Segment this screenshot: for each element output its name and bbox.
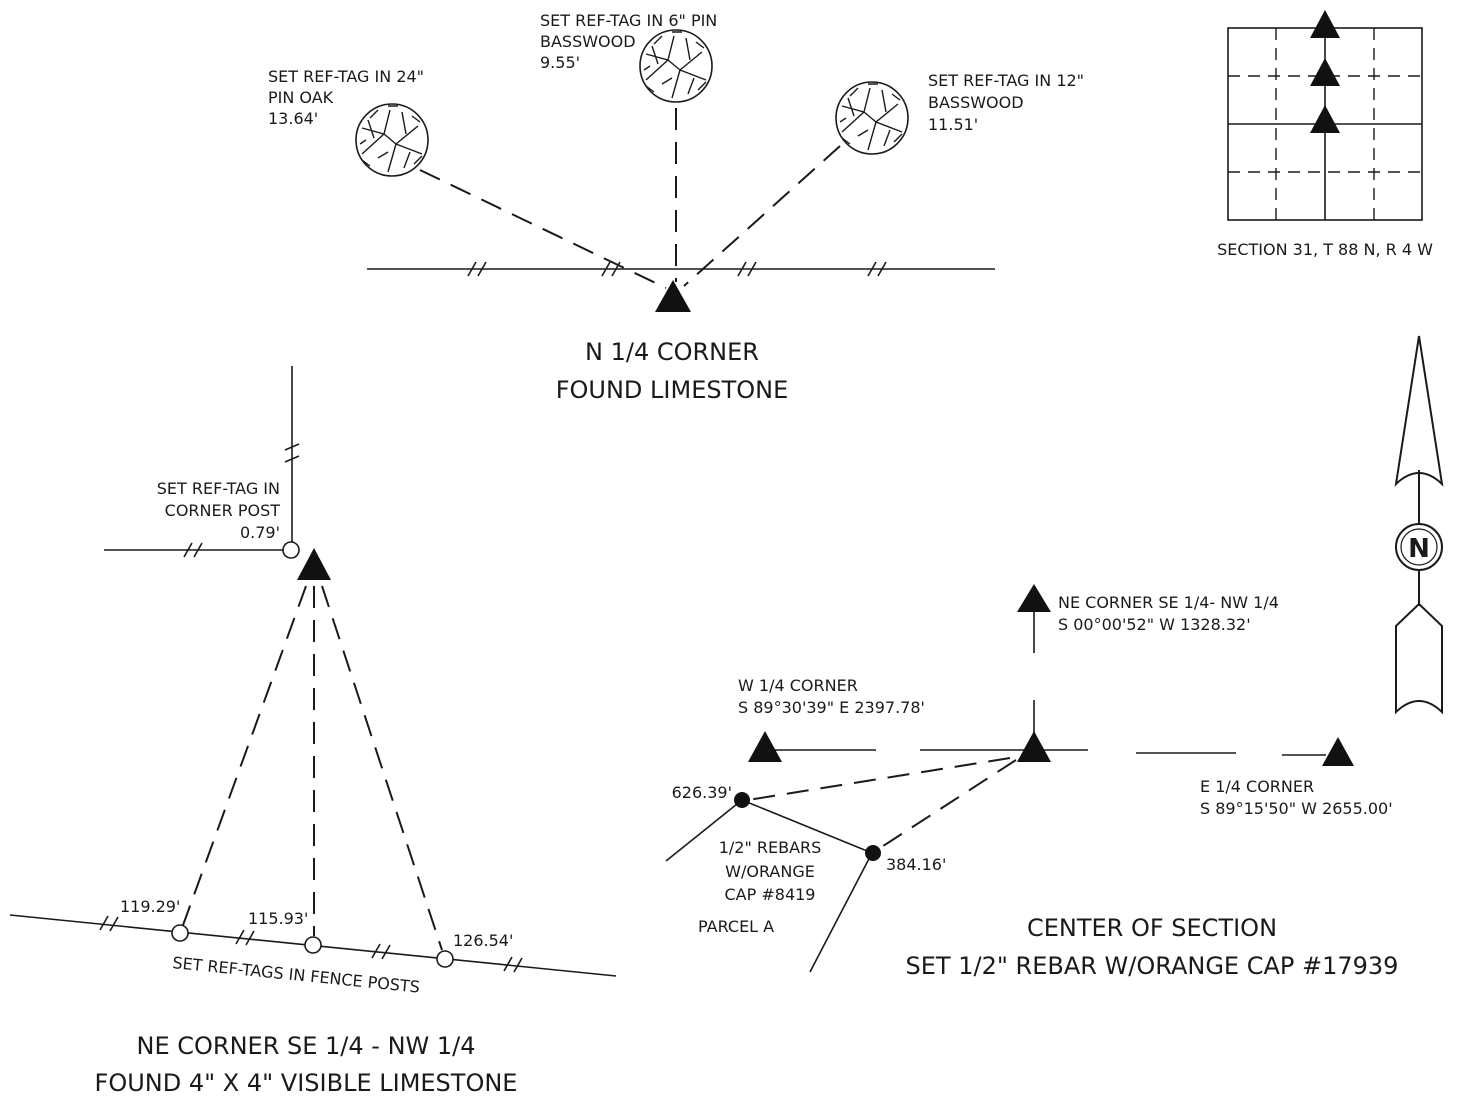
rebar-label-2: W/ORANGE xyxy=(725,862,815,881)
n-quarter-corner-group: SET REF-TAG IN 24" PIN OAK 13.64' SET RE… xyxy=(268,11,1084,404)
corner-post-label-1: SET REF-TAG IN xyxy=(157,479,280,498)
pin-oak-distance: 13.64' xyxy=(268,109,318,128)
ne-corner-subtitle: FOUND 4" X 4" VISIBLE LIMESTONE xyxy=(95,1069,518,1097)
rebar-label-1: 1/2" REBARS xyxy=(719,838,822,857)
ne-corner-direction-arrow-icon xyxy=(1017,584,1051,612)
tie-line-basswood-12in xyxy=(683,145,841,287)
center-of-section-title: CENTER OF SECTION xyxy=(1027,914,1277,942)
section-n-quarter-marker-icon xyxy=(1310,10,1340,38)
ne-corner-title: NE CORNER SE 1/4 - NW 1/4 xyxy=(137,1032,476,1060)
basswood-6in-distance: 9.55' xyxy=(540,53,580,72)
e-quarter-label: E 1/4 CORNER xyxy=(1200,777,1314,796)
fence-post-2-distance: 115.93' xyxy=(248,909,308,928)
basswood-12in-label-1: SET REF-TAG IN 12" xyxy=(928,71,1084,90)
parcel-label: PARCEL A xyxy=(698,917,774,936)
basswood-6in-label-2: BASSWOOD xyxy=(540,32,636,51)
e-quarter-corner-icon xyxy=(1322,737,1354,766)
parcel-line-mid xyxy=(741,799,873,854)
fence-post-1-icon xyxy=(171,924,189,942)
n-quarter-corner-monument-icon xyxy=(655,280,691,312)
rebar-1-icon xyxy=(734,792,750,808)
parcel-line-south xyxy=(809,852,873,973)
fence-post-1-distance: 119.29' xyxy=(120,897,180,916)
center-of-section-group: NE CORNER SE 1/4- NW 1/4 S 00°00'52" W 1… xyxy=(665,584,1399,980)
pin-oak-label-2: PIN OAK xyxy=(268,88,334,107)
corner-post-distance: 0.79' xyxy=(240,523,280,542)
basswood-12in-tree-icon xyxy=(835,81,909,155)
section-key-diagram: SECTION 31, T 88 N, R 4 W xyxy=(1217,10,1433,259)
rebar-2-icon xyxy=(865,845,881,861)
north-arrow-icon: N xyxy=(1394,335,1444,715)
w-quarter-bearing: S 89°30'39" E 2397.78' xyxy=(738,698,925,717)
rebar-2-distance: 384.16' xyxy=(886,855,946,874)
tie-line-rebar-2 xyxy=(879,759,1017,849)
center-of-section-subtitle: SET 1/2" REBAR W/ORANGE CAP #17939 xyxy=(906,952,1399,980)
parcel-line-west xyxy=(665,799,743,862)
fence-posts-label: SET REF-TAGS IN FENCE POSTS xyxy=(172,953,421,997)
section-center-marker-icon xyxy=(1310,105,1340,133)
fence-post-2-icon xyxy=(304,936,322,954)
section-caption: SECTION 31, T 88 N, R 4 W xyxy=(1217,240,1433,259)
fence-post-3-distance: 126.54' xyxy=(453,931,513,950)
n-quarter-corner-title: N 1/4 CORNER xyxy=(585,338,759,366)
ne-corner-se-nw-group: SET REF-TAG IN CORNER POST 0.79' 119.29'… xyxy=(9,366,617,1097)
fence-post-3-icon xyxy=(436,950,454,968)
tie-line-fence-post-3 xyxy=(321,585,443,951)
n-quarter-section-line xyxy=(367,261,995,277)
basswood-12in-label-2: BASSWOOD xyxy=(928,93,1024,112)
tie-line-pin-oak xyxy=(419,169,667,289)
tie-line-fence-post-1 xyxy=(181,585,307,929)
corner-post-ref-icon xyxy=(282,541,300,559)
w-quarter-label: W 1/4 CORNER xyxy=(738,676,858,695)
north-ref-label: NE CORNER SE 1/4- NW 1/4 xyxy=(1058,593,1279,612)
tie-line-rebar-1 xyxy=(747,757,1011,801)
basswood-6in-label-1: SET REF-TAG IN 6" PIN xyxy=(540,11,717,30)
north-ref-bearing: S 00°00'52" W 1328.32' xyxy=(1058,615,1251,634)
w-quarter-corner-icon xyxy=(748,731,782,762)
pin-oak-tree-icon xyxy=(355,103,429,177)
pin-oak-label-1: SET REF-TAG IN 24" xyxy=(268,67,424,86)
e-quarter-bearing: S 89°15'50" W 2655.00' xyxy=(1200,799,1393,818)
north-arrow-letter: N xyxy=(1408,534,1430,564)
basswood-6in-tree-icon xyxy=(639,29,713,103)
center-of-section-monument-icon xyxy=(1017,731,1051,762)
section-ne-se-nw-marker-icon xyxy=(1310,58,1340,86)
ne-corner-monument-icon xyxy=(297,548,331,580)
basswood-12in-distance: 11.51' xyxy=(928,115,978,134)
n-quarter-corner-subtitle: FOUND LIMESTONE xyxy=(556,376,789,404)
corner-post-label-2: CORNER POST xyxy=(165,501,281,520)
rebar-1-distance: 626.39' xyxy=(672,783,732,802)
rebar-label-3: CAP #8419 xyxy=(725,885,816,904)
